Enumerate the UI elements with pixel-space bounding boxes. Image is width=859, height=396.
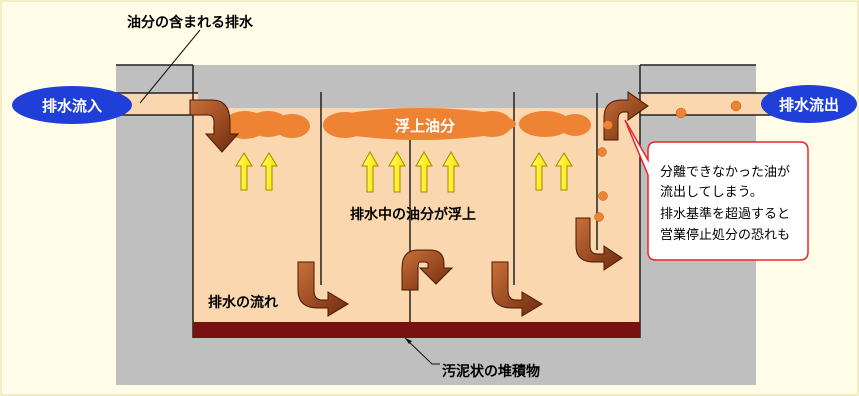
inflow-badge xyxy=(12,86,132,124)
oil-droplets xyxy=(594,100,742,222)
callout-line-1: 分離できなかった油が xyxy=(660,165,790,180)
label-outflow: 排水流出 xyxy=(779,96,839,114)
callout-text: 分離できなかった油が 流出してしまう。 排水基準を超過すると 営業停止処分の恐れ… xyxy=(660,165,790,243)
label-oil-rises: 排水中の油分が浮上 xyxy=(350,206,476,223)
callout-bubble xyxy=(624,119,809,261)
label-floating-oil: 浮上油分 xyxy=(395,117,455,135)
flow-arrow-icon xyxy=(189,91,649,317)
sludge-layer xyxy=(193,322,640,338)
label-flow: 排水の流れ xyxy=(208,294,278,311)
callout-line-3: 排水基準を超過すると xyxy=(660,206,790,222)
callout-line-4: 営業停止処分の恐れも xyxy=(660,227,790,243)
tank-water xyxy=(193,108,640,330)
label-inflow: 排水流入 xyxy=(42,97,102,115)
outflow-badge xyxy=(761,85,857,123)
leader-line-sludge xyxy=(404,337,440,365)
leader-line-oil xyxy=(139,29,201,104)
label-oil-in-wastewater: 油分の含まれる排水 xyxy=(127,14,254,31)
label-sludge: 汚泥状の堆積物 xyxy=(442,363,540,380)
callout-line-2: 流出してしまう。 xyxy=(660,185,763,200)
up-arrow-icon xyxy=(235,150,573,193)
